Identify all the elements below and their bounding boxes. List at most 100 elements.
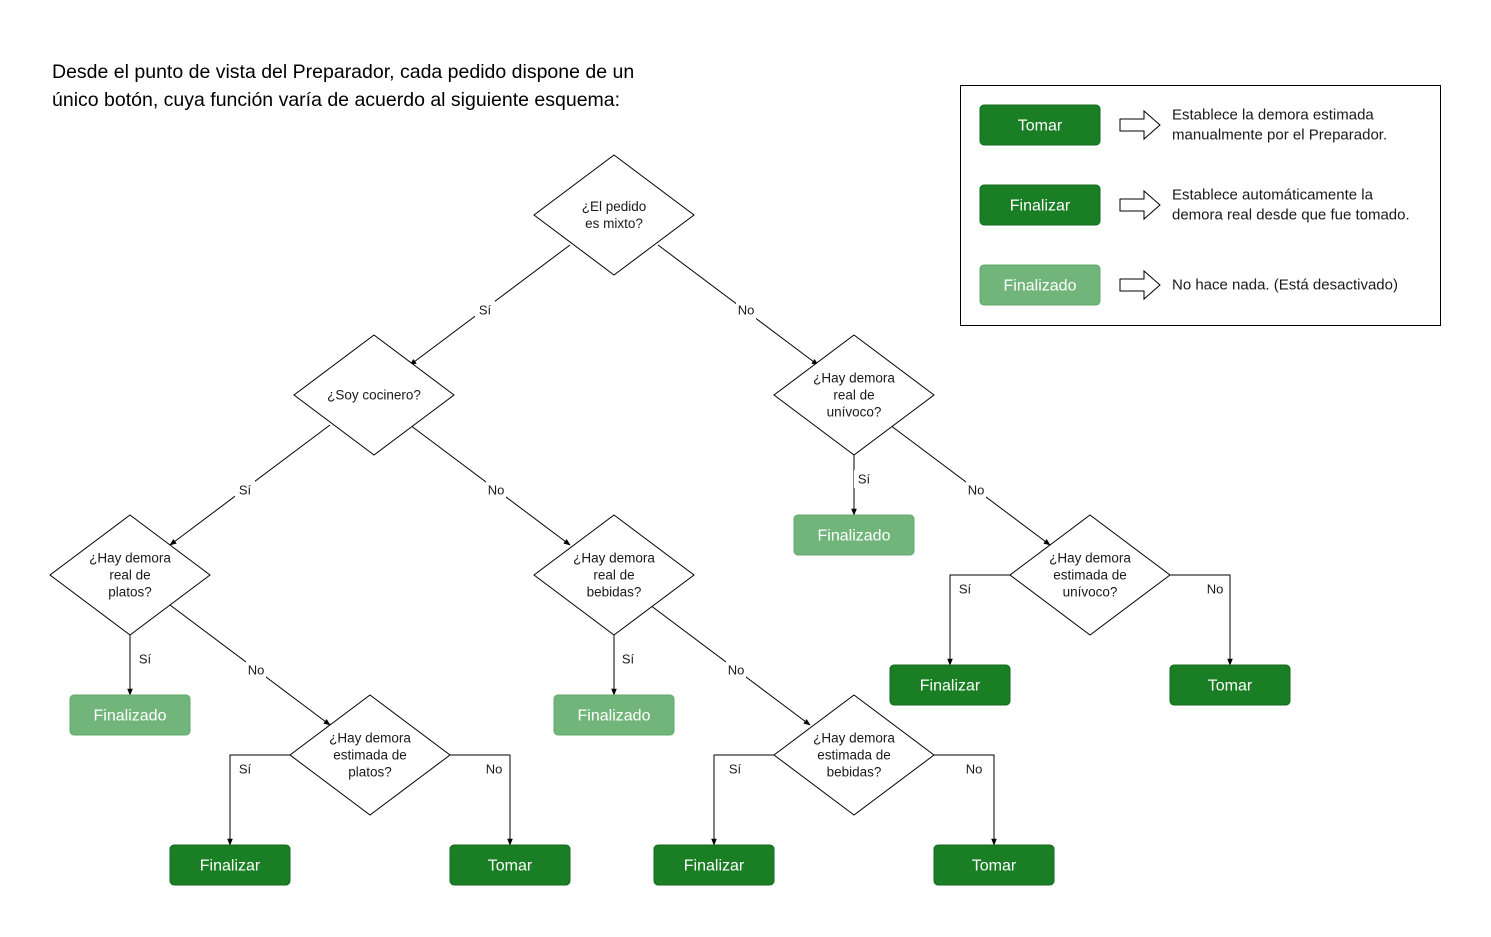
button-background (169, 844, 291, 886)
edge-q_cocinero-to-q_real_bebidas: No (409, 424, 571, 546)
edge-q_est_univoco-to-r_univoco_tomar: No (1170, 574, 1233, 666)
edge-label-background (135, 650, 155, 668)
decision-diamond (533, 154, 695, 276)
edge-q_est_platos-to-r_platos_tomar: No (450, 754, 513, 846)
title-line-2: único botón, cuya función varía de acuer… (52, 89, 621, 111)
edge-label: No (966, 762, 983, 777)
decision-text-line: estimada de (1053, 568, 1127, 583)
decision-text-line: ¿El pedido (582, 199, 647, 214)
edge-q_est_bebidas-to-r_bebidas_finalizar: Sí (711, 754, 774, 846)
edge-label: No (248, 663, 265, 678)
edge-q_real_univoco-to-r_univoco_fin: Sí (851, 455, 874, 516)
edge-label: Sí (139, 652, 152, 667)
decision-diamond (49, 514, 211, 636)
edge-q_real_bebidas-to-r_bebidas_fin: Sí (611, 635, 638, 696)
edge-label: Sí (239, 483, 252, 498)
legend-tomar-button[interactable]: Tomar (979, 104, 1101, 146)
decision-text-line: ¿Hay demora (573, 551, 655, 566)
edge-q_est_bebidas-to-r_bebidas_tomar: No (934, 754, 997, 846)
edge-label-background (725, 760, 745, 778)
result-r-univoco-tomar-button[interactable]: Tomar (1169, 664, 1291, 706)
button-background (979, 264, 1101, 306)
edge-label-background (966, 481, 986, 499)
result-r-bebidas-finalizar-button[interactable]: Finalizar (653, 844, 775, 886)
button-background (933, 844, 1055, 886)
decision-q-cocinero: ¿Soy cocinero? (293, 334, 455, 456)
legend-description-line: Establece la demora estimada (1172, 107, 1374, 124)
decision-text-line: ¿Hay demora (1049, 551, 1131, 566)
edge-q_est_univoco-to-r_univoco_finalizar: Sí (947, 574, 1010, 666)
edge-q_cocinero-to-q_real_platos: Sí (169, 424, 331, 546)
result-r-univoco-fin-button[interactable]: Finalizado (793, 514, 915, 556)
legend-description-line: Establece automáticamente la (1172, 187, 1374, 204)
edge-label: Sí (729, 762, 742, 777)
result-r-bebidas-fin-button[interactable]: Finalizado (553, 694, 675, 736)
edge-q_real_platos-to-r_platos_fin: Sí (127, 635, 155, 696)
edge-label: No (488, 483, 505, 498)
button-label: Finalizar (920, 678, 981, 695)
decision-text-line: real de (109, 568, 150, 583)
result-r-platos-tomar-button[interactable]: Tomar (449, 844, 571, 886)
right-arrow-icon (1119, 269, 1161, 301)
edge-label: No (486, 762, 503, 777)
edge-label-background (1205, 580, 1225, 598)
edge-label: Sí (479, 303, 492, 318)
title-line-1: Desde el punto de vista del Preparador, … (52, 61, 635, 83)
edge-label-background (235, 481, 255, 499)
edge-label-background (246, 661, 266, 679)
edge-label-background (486, 481, 506, 499)
decision-text-line: ¿Hay demora (329, 731, 411, 746)
legend-finalizado-button[interactable]: Finalizado (979, 264, 1101, 306)
edge-label: No (728, 663, 745, 678)
button-label: Finalizado (1004, 278, 1077, 295)
right-arrow-icon (1119, 189, 1161, 221)
edge-line (1170, 574, 1233, 666)
edge-label-background (475, 301, 495, 319)
edge-line (934, 754, 997, 846)
decision-text-line: real de (593, 568, 634, 583)
result-r-platos-finalizar-button[interactable]: Finalizar (169, 844, 291, 886)
button-label: Tomar (488, 858, 533, 875)
button-background (553, 694, 675, 736)
edge-label-background (964, 760, 984, 778)
edge-q_real_bebidas-to-q_est_bebidas: No (649, 604, 811, 726)
edge-line (947, 574, 1010, 666)
decision-text-line: estimada de (817, 748, 891, 763)
right-arrow-icon (1119, 109, 1161, 141)
edge-q_est_platos-to-r_platos_finalizar: Sí (227, 754, 290, 846)
result-r-bebidas-tomar-button[interactable]: Tomar (933, 844, 1055, 886)
edge-q_mixto-to-q_real_univoco: No (657, 244, 819, 366)
edge-q_real_platos-to-q_est_platos: No (169, 604, 331, 726)
decision-text-line: bebidas? (827, 765, 882, 780)
button-background (979, 184, 1101, 226)
edge-label: Sí (622, 652, 635, 667)
edge-line (227, 754, 290, 846)
result-r-univoco-finalizar-button[interactable]: Finalizar (889, 664, 1011, 706)
page-title: Desde el punto de vista del Preparador, … (52, 58, 752, 114)
button-background (653, 844, 775, 886)
button-background (1169, 664, 1291, 706)
button-label: Finalizar (200, 858, 261, 875)
decision-diamond (773, 334, 935, 456)
decision-text-line: real de (833, 388, 874, 403)
decision-diamond (533, 514, 695, 636)
button-label: Tomar (1018, 118, 1063, 135)
edge-label: Sí (959, 582, 972, 597)
legend-finalizar-button[interactable]: Finalizar (979, 184, 1101, 226)
button-background (889, 664, 1011, 706)
button-label: Finalizado (578, 708, 651, 725)
result-r-platos-fin-button[interactable]: Finalizado (69, 694, 191, 736)
button-label: Finalizado (818, 528, 891, 545)
button-label: Tomar (972, 858, 1017, 875)
edge-q_real_univoco-to-q_est_univoco: No (889, 424, 1051, 546)
